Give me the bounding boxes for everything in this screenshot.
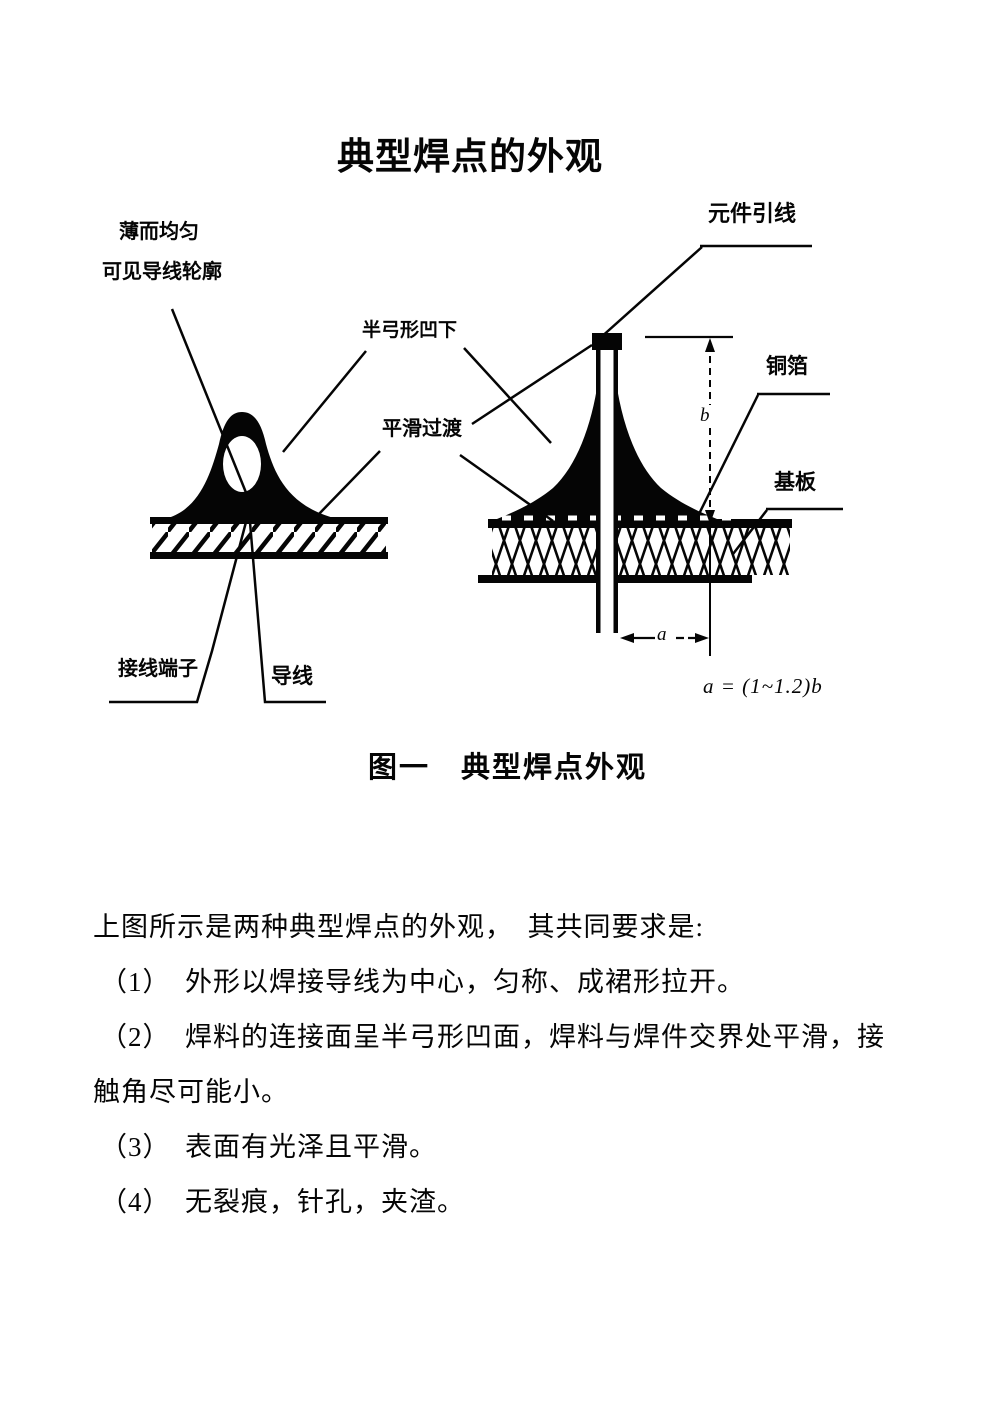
solder-fillet-right — [613, 354, 717, 519]
arrow-right-icon — [695, 633, 709, 643]
body-item-2: （2） 焊料的连接面呈半弓形凹面，焊料与焊件交界处平滑，接 — [100, 1022, 885, 1052]
label-substrate: 基板 — [774, 470, 816, 494]
dimension-b-label: b — [698, 405, 712, 427]
leader-smooth-transition — [317, 450, 554, 523]
lead-top-cap — [592, 333, 622, 350]
figure-caption: 图一 典型焊点外观 — [368, 752, 648, 784]
label-thin-even: 薄而均匀 — [119, 221, 199, 243]
body-item-1: （1） 外形以焊接导线为中心，匀称、成裙形拉开。 — [100, 967, 745, 997]
dimension-formula: a = (1~1.2)b — [703, 674, 823, 698]
leader-terminal — [109, 521, 248, 704]
arrow-left-icon — [620, 633, 634, 643]
solder-fillet-left — [497, 354, 601, 519]
body-item-3: （3） 表面有光泽且平滑。 — [100, 1132, 437, 1162]
label-smooth-transition: 平滑过渡 — [382, 418, 462, 440]
leader-wire — [248, 521, 326, 704]
terminal-board — [150, 517, 388, 559]
leader-half-bow — [282, 347, 552, 453]
label-half-bow-concave: 半弓形凹下 — [362, 320, 458, 341]
dimension-a — [620, 633, 709, 643]
label-component-lead: 元件引线 — [708, 201, 797, 226]
dimension-b — [645, 335, 733, 656]
body-item-2-continued: 触角尽可能小。 — [93, 1077, 289, 1107]
leader-substrate — [732, 509, 768, 555]
body-item-4: （4） 无裂痕，针孔，夹渣。 — [100, 1187, 465, 1217]
arrow-down-icon — [705, 510, 715, 524]
wire-cross-section — [223, 436, 261, 492]
pcb-board — [478, 519, 792, 583]
page-title: 典型焊点的外观 — [337, 137, 603, 178]
component-lead — [592, 333, 622, 633]
leader-thin-even — [170, 308, 251, 501]
label-wire-outline: 可见导线轮廓 — [102, 261, 222, 283]
label-wire: 导线 — [271, 664, 313, 688]
copper-foil-layer — [488, 519, 792, 528]
label-copper-foil: 铜箔 — [766, 354, 808, 378]
solder-joint-diagram — [109, 244, 843, 704]
dimension-a-label: a — [655, 624, 669, 646]
leader-copper-foil — [695, 394, 760, 519]
label-terminal: 接线端子 — [118, 658, 198, 680]
arrow-up-icon — [705, 338, 715, 352]
body-intro: 上图所示是两种典型焊点的外观， 其共同要求是: — [93, 912, 705, 942]
leader-component-lead — [471, 246, 703, 426]
